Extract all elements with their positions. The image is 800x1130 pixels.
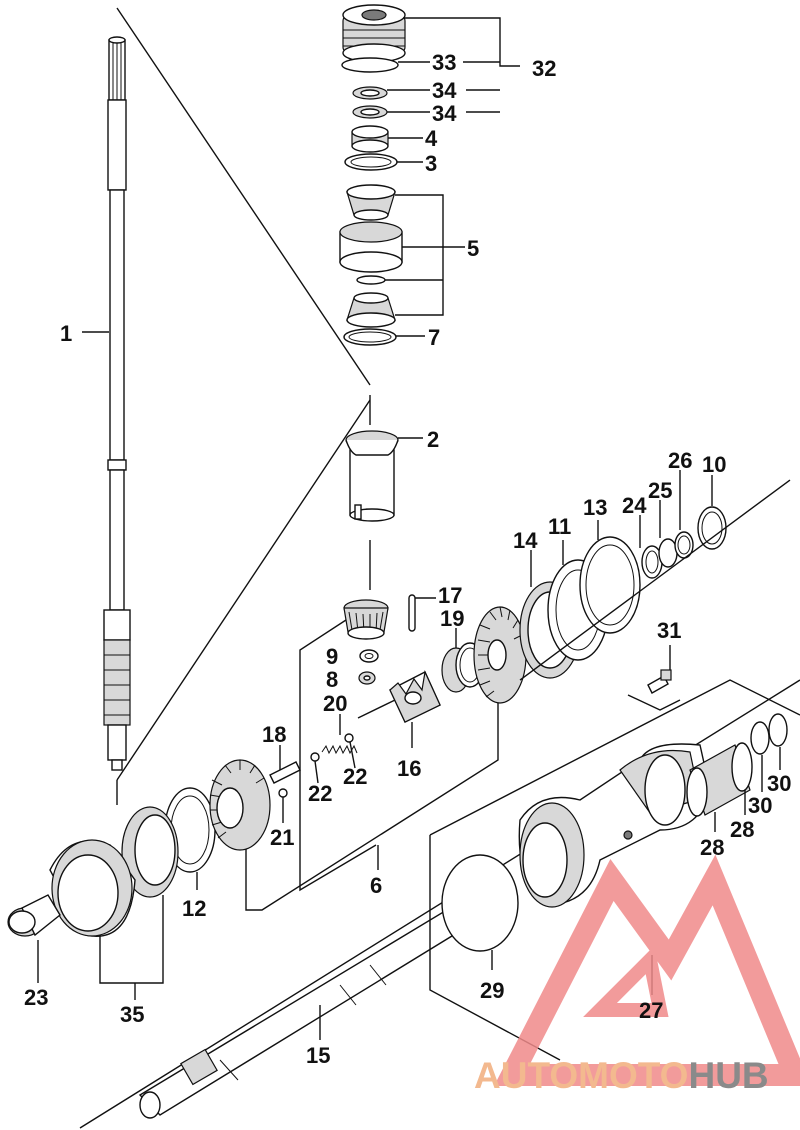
callout-32: 32 [532,56,556,81]
callout-22: 22 [343,764,367,789]
ball-part-22 [310,752,320,762]
callout-7: 7 [428,325,440,350]
callout-15: 15 [306,1043,330,1068]
seal-part-30 [768,713,788,747]
bevel-gear-reverse [209,759,271,851]
tapered-bearing-part-5 [339,184,403,328]
callout-20: 20 [323,691,347,716]
callout-34: 34 [432,101,457,126]
pin-part-18 [269,761,301,784]
callout-35: 35 [120,1002,144,1027]
callout-14: 14 [513,528,538,553]
watermark-logo [493,854,800,1086]
callout-28: 28 [700,835,724,860]
callout-29: 29 [480,978,504,1003]
callout-18: 18 [262,722,286,747]
pinion-gear-part-6 [343,599,389,640]
callout-12: 12 [182,896,206,921]
callout-17: 17 [438,583,462,608]
callout-2: 2 [427,427,439,452]
callout-26: 26 [668,448,692,473]
bushing-part-23 [7,894,61,937]
needle-bearing-part-28 [686,742,753,817]
bolt-part-31 [647,669,672,694]
callout-19: 19 [440,606,464,631]
ring-part-25 [658,538,678,568]
callout-9: 9 [326,644,338,669]
bevel-gear-part-14 [473,606,527,704]
seal-part-30 [750,721,770,755]
callout-6: 6 [370,873,382,898]
callout-33: 33 [432,50,456,75]
guide-line [116,399,371,781]
callout-8: 8 [326,667,338,692]
guide-line [116,7,371,386]
shim-part-13 [579,536,641,634]
callout-5: 5 [467,236,479,261]
watermark-text-primary: AUTOMOTO [474,1055,688,1096]
o-ring-part-33 [341,57,399,73]
axis-line [519,479,791,681]
callout-10: 10 [702,452,726,477]
callout-25: 25 [648,478,672,503]
washer-part-9 [359,649,379,663]
watermark-text: AUTOMOTOHUB [474,1055,769,1096]
watermark-text-secondary: HUB [688,1055,768,1096]
ball-part-21 [278,788,288,798]
callout-23: 23 [24,985,48,1010]
callout-31: 31 [657,618,681,643]
bearing-carrier-part-27 [518,743,711,908]
group-outline [627,694,681,711]
pin-part-17 [408,594,416,632]
leader-lines-top [82,17,520,337]
callout-4: 4 [425,126,438,151]
callout-3: 3 [425,151,437,176]
callout-30: 30 [748,793,772,818]
clutch-dog-part-16 [389,669,441,723]
callout-21: 21 [270,825,294,850]
propeller-shaft-part-15 [138,904,467,1119]
bearing-housing-part-32 [342,4,406,63]
callout-24: 24 [622,493,647,518]
callout-28: 28 [730,817,754,842]
bearing-part-35 [121,806,179,898]
ball-part-22 [344,733,354,743]
callout-13: 13 [583,495,607,520]
group-outline [429,679,800,836]
callout-16: 16 [397,756,421,781]
drive-shaft-part-1 [103,36,131,771]
group-outline [429,835,561,1061]
callout-27: 27 [639,998,663,1023]
callout-11: 11 [548,514,571,539]
callout-22: 22 [308,781,332,806]
callout-34: 34 [432,78,457,103]
callout-1: 1 [60,321,72,346]
callout-30: 30 [767,771,791,796]
shim-part-3 [344,153,398,171]
o-ring-part-29 [441,854,519,952]
shim-part-7 [343,328,397,346]
bearing-race-part-35 [49,839,136,937]
bearing-part-4 [351,125,389,153]
sleeve-part-2 [345,430,399,522]
